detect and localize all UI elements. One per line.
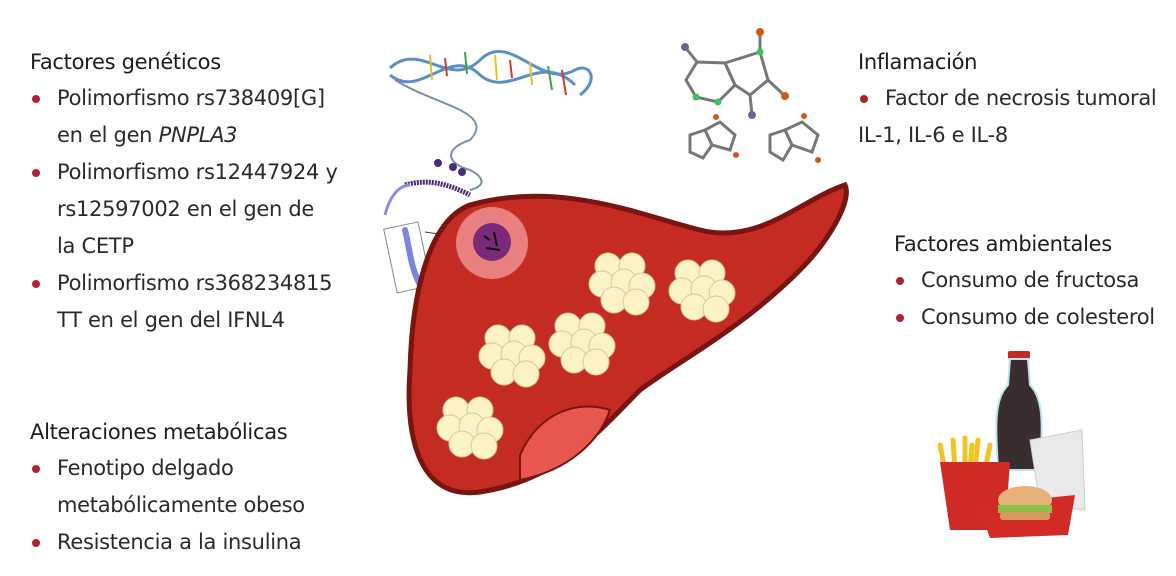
gene-name: PNPLA3	[158, 123, 238, 147]
bullet-icon	[32, 539, 40, 547]
section-title: Inflamación	[858, 50, 978, 74]
item-text: Factor de necrosis tumoral	[885, 86, 1157, 110]
list-item: Consumo de fructosa	[894, 262, 1155, 299]
list-item: Polimorfismo rs368234815 TT en el gen de…	[30, 265, 338, 339]
item-text: Polimorfismo rs738409[G]	[57, 86, 325, 110]
list-item: Polimorfismo rs738409[G] en el gen PNPLA…	[30, 80, 338, 154]
item-text: rs12597002 en el gen de	[57, 197, 315, 221]
molecule-icon	[683, 32, 820, 163]
metabolic-section: Alteraciones metabólicas Fenotipo delgad…	[30, 420, 305, 561]
item-text: TT en el gen del IFNL4	[57, 308, 285, 332]
section-title: Alteraciones metabólicas	[30, 420, 288, 444]
item-text: en el gen	[57, 123, 159, 147]
bullet-icon	[896, 277, 904, 285]
inflammation-section: Inflamación Factor de necrosis tumoral I…	[858, 50, 1157, 154]
list-item: Consumo de colesterol	[894, 299, 1155, 336]
bullet-icon	[32, 95, 40, 103]
item-text: Fenotipo delgado	[57, 456, 234, 480]
bullet-icon	[896, 314, 904, 322]
bullet-icon	[32, 169, 40, 177]
item-text: Consumo de fructosa	[921, 268, 1140, 292]
item-text: metabólicamente obeso	[57, 493, 305, 517]
bullet-icon	[32, 465, 40, 473]
item-text: Polimorfismo rs12447924 y	[57, 160, 338, 184]
list-item: Factor de necrosis tumoral IL-1, IL-6 e …	[858, 80, 1157, 154]
dna-helix-icon	[383, 50, 593, 294]
list-item: Fenotipo delgado metabólicamente obeso	[30, 450, 305, 524]
list-item: Polimorfismo rs12447924 y rs12597002 en …	[30, 154, 338, 265]
genetic-factors-section: Factores genéticos Polimorfismo rs738409…	[30, 50, 338, 339]
bullet-icon	[32, 280, 40, 288]
item-text: Polimorfismo rs368234815	[57, 271, 333, 295]
section-title: Factores ambientales	[894, 232, 1112, 256]
item-text: Consumo de colesterol	[921, 305, 1155, 329]
environmental-section: Factores ambientales Consumo de fructosa…	[894, 232, 1155, 336]
list-item: Resistencia a la insulina	[30, 524, 305, 561]
fat-droplets	[436, 252, 736, 460]
section-title: Factores genéticos	[30, 50, 221, 74]
liver-illustration	[406, 181, 849, 496]
fast-food-icon	[937, 351, 1086, 538]
item-text: Resistencia a la insulina	[57, 530, 302, 554]
item-text: la CETP	[57, 234, 134, 258]
item-text: IL-1, IL-6 e IL-8	[858, 123, 1008, 147]
bullet-icon	[860, 95, 868, 103]
